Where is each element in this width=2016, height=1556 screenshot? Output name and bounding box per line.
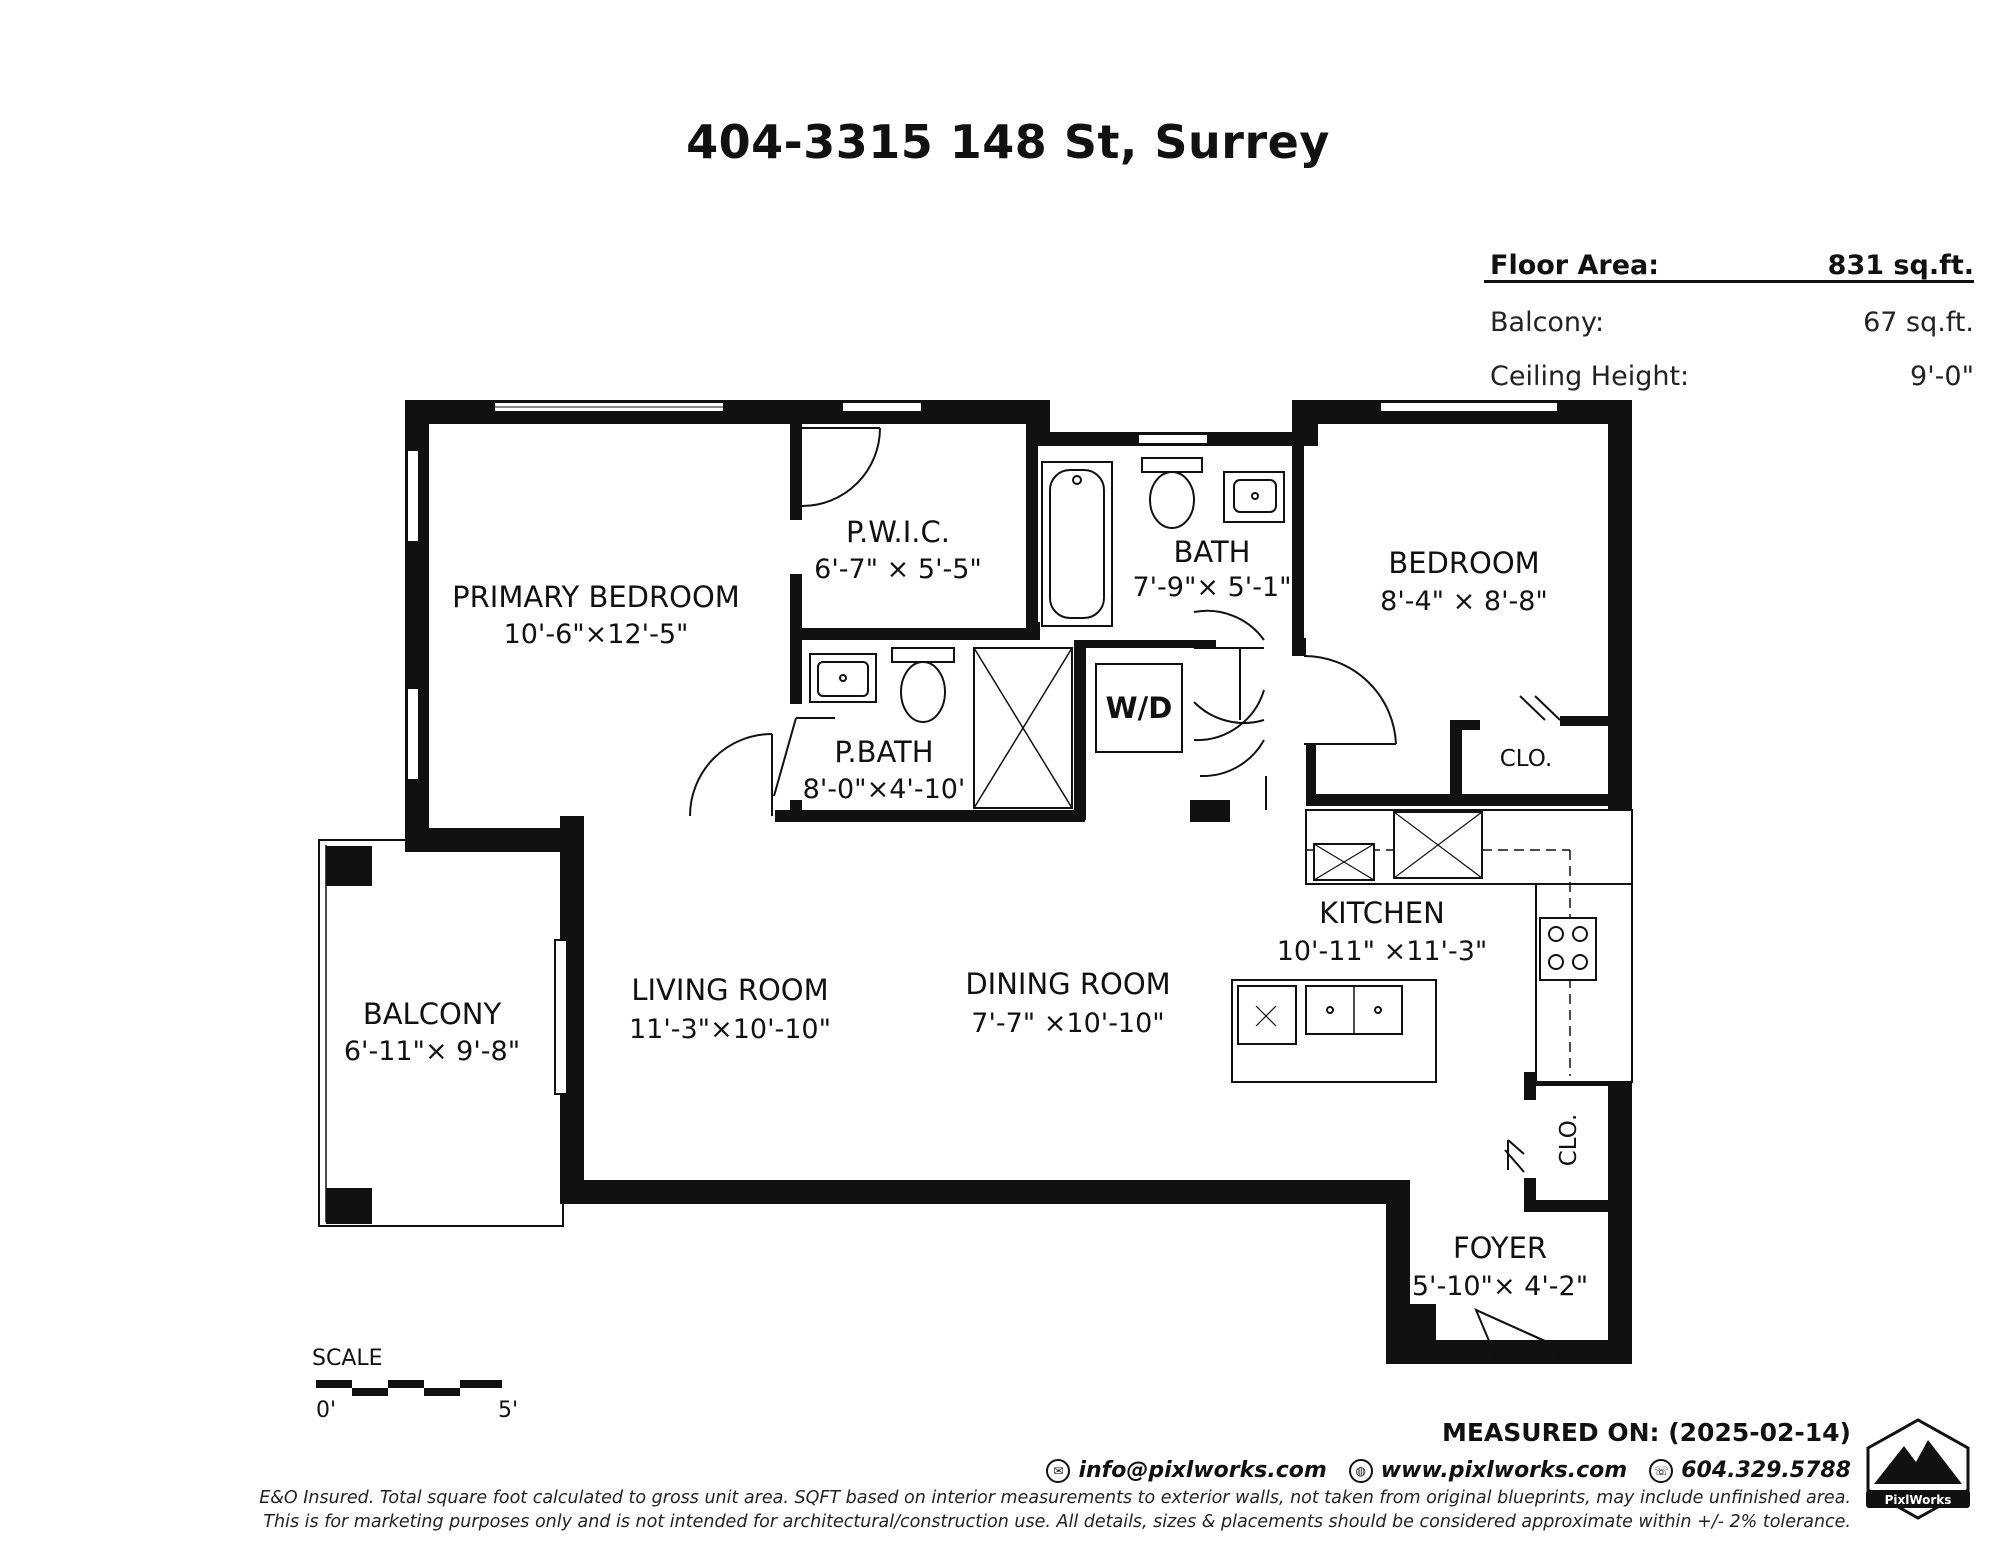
phone-icon: ☏ — [1649, 1458, 1674, 1483]
room-labels: PRIMARY BEDROOM 10'-6"×12'-5" P.W.I.C. 6… — [344, 515, 1588, 1302]
phone-contact[interactable]: ☏ 604.329.5788 — [1649, 1458, 1851, 1483]
bedroom-label: BEDROOM — [1388, 546, 1539, 580]
phone-text: 604.329.5788 — [1681, 1458, 1851, 1483]
primary-bedroom-dim: 10'-6"×12'-5" — [504, 619, 689, 650]
pbath-sink-icon — [809, 653, 877, 703]
bedroom-closet-label: CLO. — [1500, 746, 1553, 772]
exterior-walls — [405, 400, 1632, 1364]
living-room-label: LIVING ROOM — [631, 973, 828, 1007]
pbath-toilet-icon — [891, 647, 955, 723]
kitchen-island — [1231, 979, 1437, 1083]
bathtub — [1041, 461, 1113, 627]
pwic-label: P.W.I.C. — [846, 515, 950, 549]
floor-area-value: 831 sq.ft. — [1827, 250, 1974, 281]
sink-icon — [1223, 471, 1285, 523]
foyer-dim: 5'-10"× 4'-2" — [1412, 1271, 1588, 1302]
primary-bedroom-label: PRIMARY BEDROOM — [452, 580, 740, 614]
living-room-dim: 11'-3"×10'-10" — [629, 1014, 831, 1045]
bath-label: BATH — [1173, 535, 1250, 569]
fridge-icon — [1313, 843, 1375, 881]
scale-start: 0' — [316, 1398, 337, 1423]
kitchen-dim: 10'-11" ×11'-3" — [1277, 936, 1488, 967]
area-summary: Floor Area: 831 sq.ft. Balcony: 67 sq.ft… — [1484, 250, 1974, 415]
scale-end: 5' — [498, 1398, 519, 1423]
measured-on: MEASURED ON: (2025-02-14) — [1441, 1418, 1851, 1447]
balcony-dim: 6'-11"× 9'-8" — [344, 1036, 520, 1067]
dining-room-label: DINING ROOM — [965, 967, 1170, 1001]
page-title: 404-3315 148 St, Surrey — [686, 115, 1330, 169]
floor-area-row: Floor Area: 831 sq.ft. — [1484, 250, 1974, 283]
windows — [406, 401, 1559, 1095]
interior-walls — [775, 424, 1632, 1212]
balcony-post — [326, 846, 372, 886]
range-hood-icon — [1393, 811, 1483, 879]
website-contact[interactable]: ◍ www.pixlworks.com — [1348, 1458, 1628, 1483]
pbath-dim: 8'-0"×4'-10' — [803, 774, 966, 805]
disclaimer-line-1: E&O Insured. Total square foot calculate… — [259, 1488, 1851, 1508]
balcony-label: BALCONY — [363, 997, 502, 1031]
balcony-post — [326, 1188, 372, 1224]
washer-dryer-icon — [1095, 663, 1183, 753]
website-text: www.pixlworks.com — [1380, 1458, 1628, 1483]
cooktop-icon — [1539, 917, 1597, 981]
floor-area-label: Floor Area: — [1490, 250, 1660, 281]
balcony-area-label: Balcony: — [1490, 307, 1605, 338]
logo-text: PixlWorks — [1885, 1493, 1952, 1507]
kitchen-label: KITCHEN — [1319, 896, 1445, 930]
wd-label: W/D — [1106, 691, 1173, 725]
foyer-closet-label: CLO. — [1556, 1114, 1582, 1167]
pbath-label: P.BATH — [834, 735, 933, 769]
globe-icon: ◍ — [1348, 1458, 1373, 1483]
shower-icon — [973, 647, 1073, 809]
contact-row: ✉ info@pixlworks.com ◍ www.pixlworks.com… — [1046, 1458, 1851, 1483]
bedroom-dim: 8'-4" × 8'-8" — [1380, 586, 1548, 617]
ceiling-height-label: Ceiling Height: — [1490, 361, 1690, 392]
scale-label: SCALE — [312, 1346, 383, 1371]
bath-dim: 7'-9"× 5'-1" — [1132, 572, 1291, 603]
foyer-label: FOYER — [1453, 1231, 1547, 1265]
balcony-area-value: 67 sq.ft. — [1863, 307, 1974, 338]
balcony-area-row: Balcony: 67 sq.ft. — [1484, 307, 1974, 361]
email-contact[interactable]: ✉ info@pixlworks.com — [1046, 1458, 1327, 1483]
dining-room-dim: 7'-7" ×10'-10" — [971, 1008, 1164, 1039]
ceiling-height-row: Ceiling Height: 9'-0" — [1484, 361, 1974, 415]
pwic-dim: 6'-7" × 5'-5" — [814, 554, 982, 585]
disclaimer-line-2: This is for marketing purposes only and … — [263, 1512, 1851, 1532]
email-text: info@pixlworks.com — [1078, 1458, 1327, 1483]
balcony-outline — [318, 839, 564, 1227]
email-icon: ✉ — [1046, 1458, 1071, 1483]
scale-bar — [316, 1380, 502, 1396]
ceiling-height-value: 9'-0" — [1910, 361, 1974, 392]
pixlworks-logo: PixlWorks — [1866, 1418, 1970, 1520]
toilet-icon — [1141, 457, 1203, 529]
doors — [689, 427, 1562, 1363]
